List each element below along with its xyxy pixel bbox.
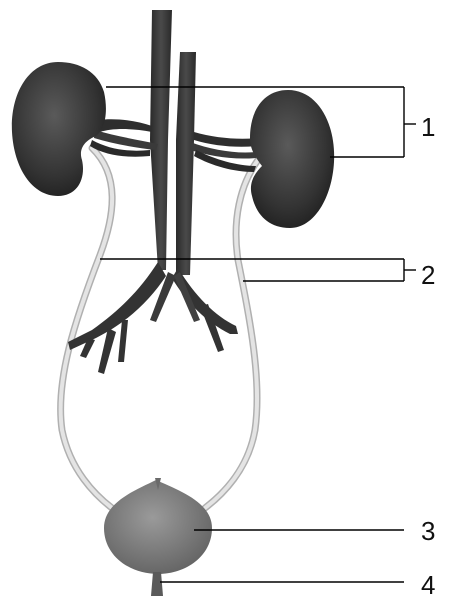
callout-label-3: 3 bbox=[421, 518, 435, 544]
callout-label-1: 1 bbox=[421, 114, 435, 140]
right-kidney bbox=[250, 90, 334, 228]
vena-cava bbox=[150, 10, 172, 270]
major-vessels bbox=[68, 10, 238, 374]
callout-label-4: 4 bbox=[421, 572, 435, 598]
left-kidney bbox=[12, 62, 106, 196]
bladder-group bbox=[104, 478, 212, 596]
renal-vessels bbox=[90, 119, 258, 172]
callout-label-2: 2 bbox=[421, 262, 435, 288]
bladder bbox=[104, 480, 212, 574]
aorta bbox=[176, 52, 196, 275]
urethra bbox=[151, 572, 163, 596]
